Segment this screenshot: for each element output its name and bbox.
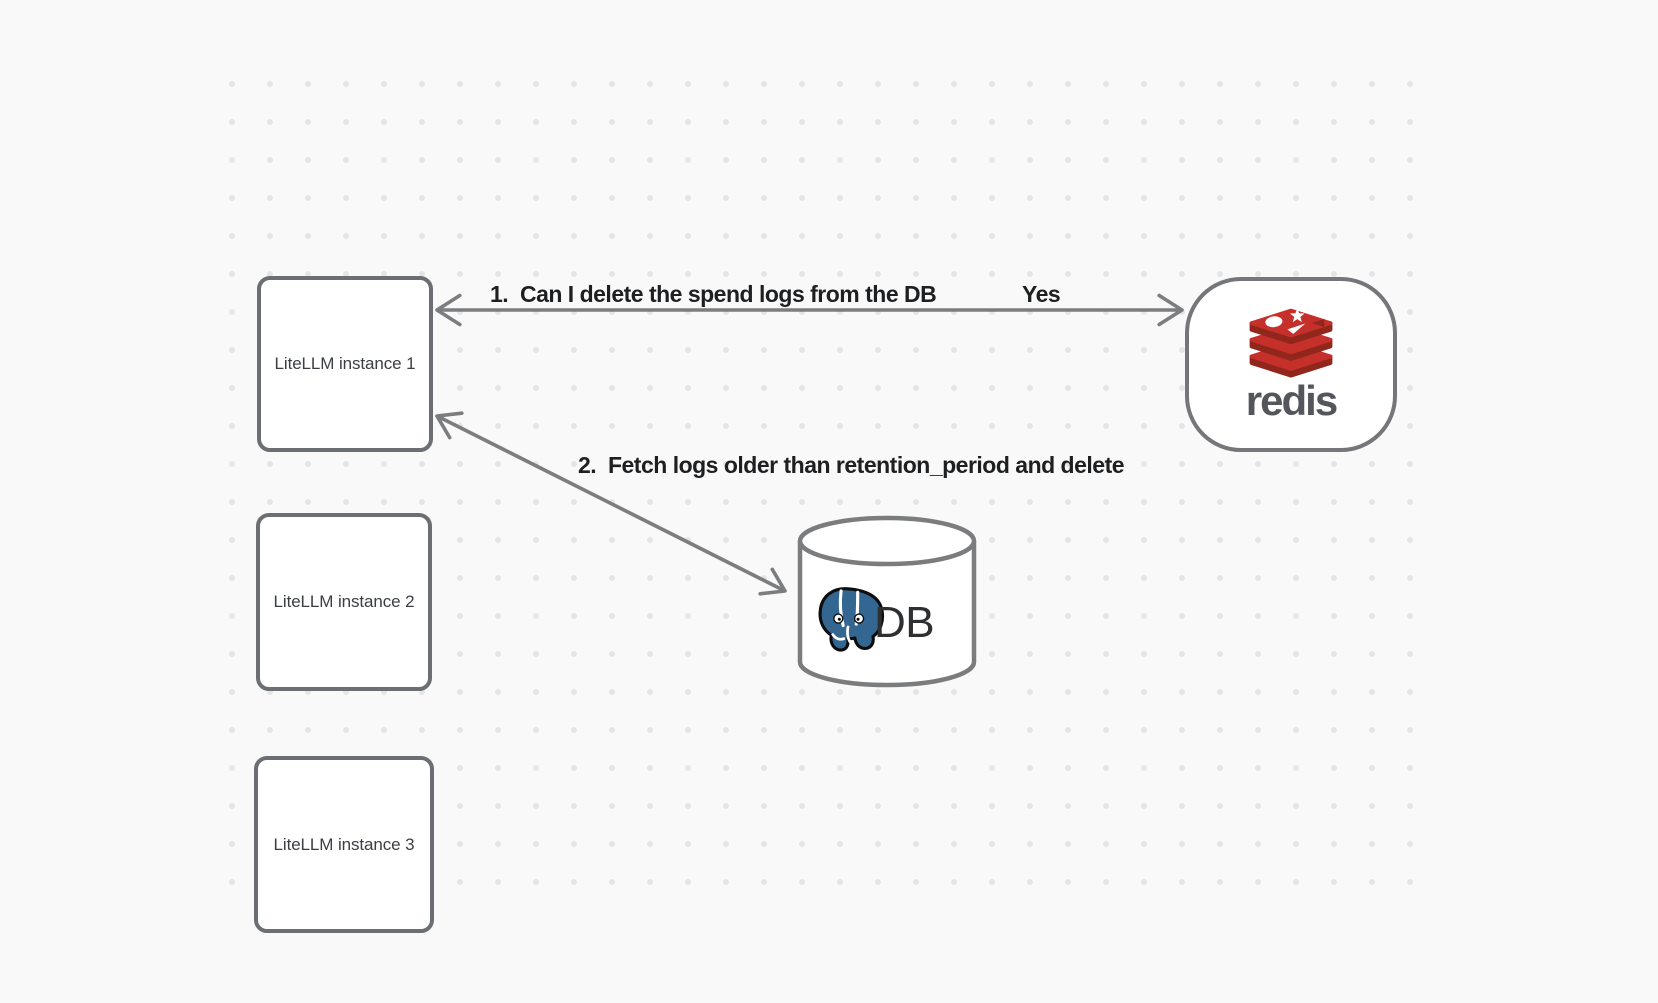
node-litellm-instance-1[interactable]: LiteLLM instance 1 bbox=[257, 276, 433, 452]
node-label: LiteLLM instance 3 bbox=[273, 834, 415, 854]
redis-stack-icon bbox=[1249, 308, 1333, 378]
node-litellm-instance-3[interactable]: LiteLLM instance 3 bbox=[254, 756, 434, 933]
node-label: LiteLLM instance 1 bbox=[274, 354, 416, 373]
edge-1-label[interactable]: 1. Can I delete the spend logs from the … bbox=[490, 281, 937, 307]
postgresql-elephant-icon bbox=[818, 587, 885, 652]
edge-1-response-label[interactable]: Yes bbox=[1022, 281, 1061, 307]
arrow-litellm1-db[interactable] bbox=[435, 411, 787, 596]
arrow-litellm1-redis[interactable] bbox=[435, 293, 1184, 327]
node-litellm-instance-2[interactable]: LiteLLM instance 2 bbox=[256, 513, 432, 691]
redis-wordmark: redis bbox=[1245, 377, 1338, 424]
node-redis[interactable]: redis bbox=[1185, 277, 1397, 452]
node-label: LiteLLM instance 2 bbox=[273, 592, 415, 611]
db-label: DB bbox=[874, 598, 935, 647]
dot-grid-background bbox=[229, 81, 1413, 885]
edge-2-label[interactable]: 2. Fetch logs older than retention_perio… bbox=[578, 452, 1125, 478]
